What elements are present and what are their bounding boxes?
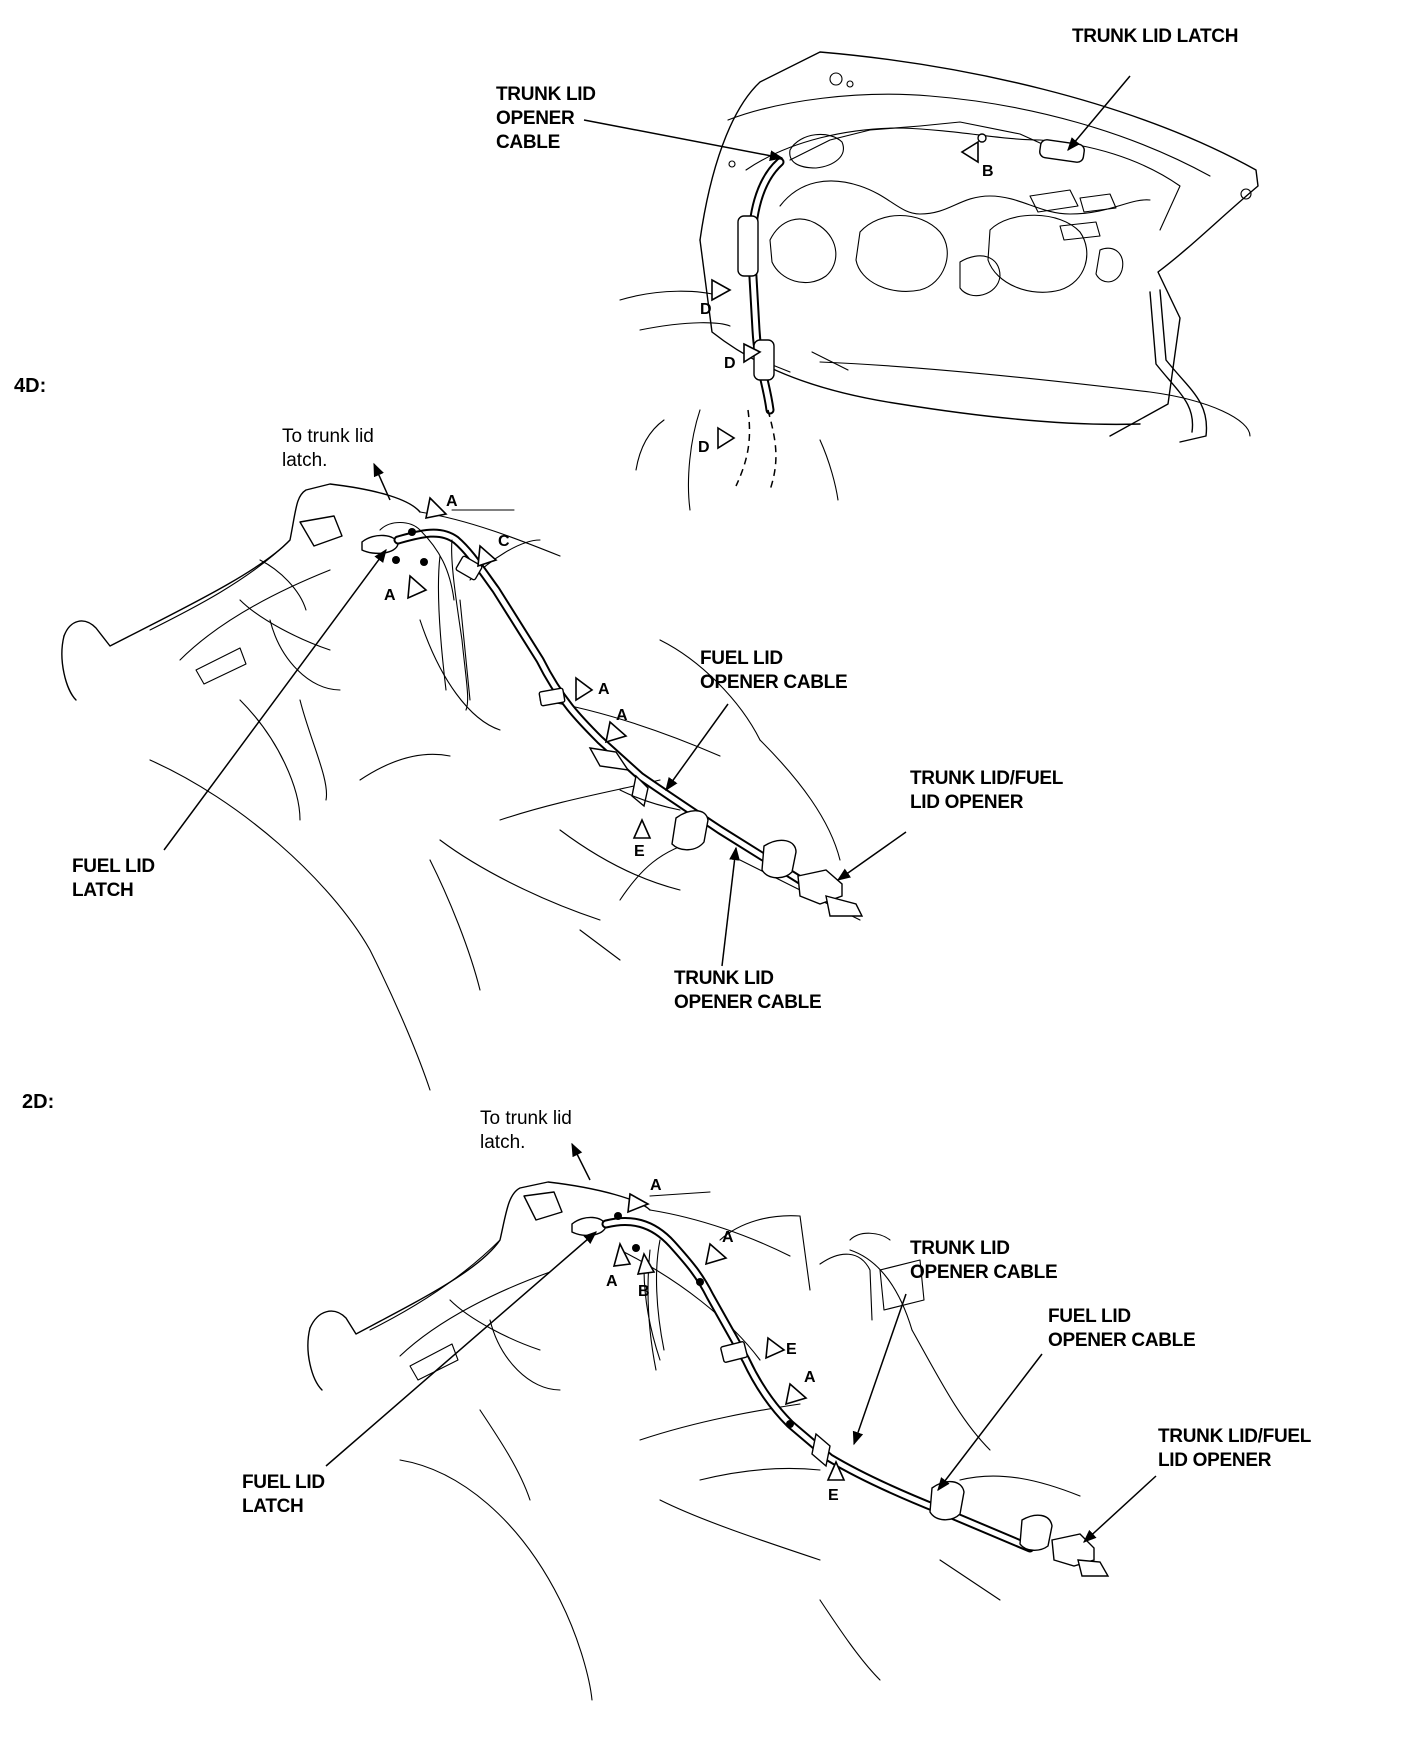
- marker-a: A: [606, 1273, 618, 1290]
- fuel-lid-opener-cable-label-line1: FUEL LID: [1048, 1306, 1131, 1327]
- callouts-4d: FUEL LID OPENER CABLE TRUNK LID/FUEL LID…: [72, 462, 1064, 1013]
- view-4d: 4D: To trunk lid latch.: [14, 375, 1064, 1091]
- trunk-lid-fuel-lid-opener-label-line1: TRUNK LID/FUEL: [910, 768, 1064, 789]
- marker-e: E: [828, 1487, 839, 1504]
- marker-b: B: [638, 1283, 650, 1300]
- view-2d: 2D: To trunk lid latch.: [22, 1091, 1312, 1701]
- fuel-lid-latch-label-line1: FUEL LID: [242, 1472, 325, 1493]
- trunk-lid-fuel-lid-opener-label-line2: LID OPENER: [1158, 1450, 1272, 1471]
- cable-clip: [538, 687, 566, 707]
- section-label-4d: 4D:: [14, 375, 46, 397]
- marker-a: A: [804, 1369, 816, 1386]
- marker-e: E: [786, 1341, 797, 1358]
- markers-4d: A A C A A E: [384, 493, 652, 860]
- trunk-lid-fuel-lid-opener-label-line2: LID OPENER: [910, 792, 1024, 813]
- marker-d: D: [724, 355, 736, 372]
- trunk-lid-opener-cable-label-line1: TRUNK LID: [910, 1238, 1010, 1259]
- cable-clip: [455, 555, 483, 581]
- marker-b: B: [982, 163, 994, 180]
- trunk-lid-fuel-lid-opener-part: [797, 869, 843, 905]
- markers-2d: A A B A E A E: [606, 1177, 846, 1504]
- cable-clip: [737, 215, 759, 277]
- trunk-lid-body: [699, 51, 1259, 437]
- trunk-lid-opener-cable-label-line3: CABLE: [496, 132, 560, 153]
- fuel-lid-latch-label-line2: LATCH: [72, 880, 133, 901]
- trunk-lid-latch-part: [1039, 139, 1085, 163]
- trunk-lid-opener-cable-label-line2: OPENER CABLE: [910, 1262, 1057, 1283]
- marker-a: A: [598, 681, 610, 698]
- trunk-lid-fuel-lid-opener-label-line1: TRUNK LID/FUEL: [1158, 1426, 1312, 1447]
- to-trunk-lid-latch-note-line2: latch.: [480, 1132, 525, 1153]
- marker-d: D: [700, 301, 712, 318]
- fuel-lid-opener-cable-label-line2: OPENER CABLE: [1048, 1330, 1195, 1351]
- marker-a: A: [650, 1177, 662, 1194]
- trunk-lid-view: B D D D TRUNK LID LATCH TRUNK LID OPENER…: [496, 26, 1259, 511]
- trunk-lid-latch-label: TRUNK LID LATCH: [1072, 26, 1238, 47]
- marker-a: A: [616, 707, 628, 724]
- fuel-lid-latch-label-line2: LATCH: [242, 1496, 303, 1517]
- trunk-lid-opener-cable-route: [735, 121, 1085, 491]
- marker-a: A: [446, 493, 458, 510]
- callouts-2d: TRUNK LID OPENER CABLE FUEL LID OPENER C…: [242, 1142, 1312, 1543]
- cable-clip: [720, 1341, 748, 1363]
- marker-e: E: [634, 843, 645, 860]
- section-label-2d: 2D:: [22, 1091, 54, 1113]
- fuel-lid-latch-4d: [361, 534, 399, 555]
- trunk-lid-markers: B D D D: [698, 140, 994, 456]
- trunk-lid-opener-cable-label-line1: TRUNK LID: [496, 84, 596, 105]
- to-trunk-lid-latch-note-line1: To trunk lid: [480, 1108, 572, 1129]
- fuel-lid-opener-cable-label-line1: FUEL LID: [700, 648, 783, 669]
- marker-a: A: [384, 587, 396, 604]
- trunk-lid-opener-cable-label-line2: OPENER: [496, 108, 575, 129]
- fuel-lid-latch-label-line1: FUEL LID: [72, 856, 155, 877]
- to-trunk-lid-latch-note-line1: To trunk lid: [282, 426, 374, 447]
- fuel-lid-latch-2d: [571, 1216, 607, 1237]
- to-trunk-lid-latch-note-line2: latch.: [282, 450, 327, 471]
- trunk-lid-opener-cable-label-line1: TRUNK LID: [674, 968, 774, 989]
- marker-c: C: [498, 533, 510, 550]
- trunk-opening-lines: [619, 290, 1251, 511]
- trunk-lid-latch-callout: TRUNK LID LATCH: [1067, 26, 1238, 152]
- marker-d: D: [698, 439, 710, 456]
- marker-a: A: [722, 1229, 734, 1246]
- cable-route-4d: [379, 521, 864, 917]
- floor-panel-4d: [61, 483, 861, 1091]
- trunk-lid-hinge: [1149, 289, 1208, 443]
- cable-clip: [753, 339, 775, 381]
- trunk-lid-opener-cable-label-line2: OPENER CABLE: [674, 992, 821, 1013]
- fuel-lid-opener-cable-label-line2: OPENER CABLE: [700, 672, 847, 693]
- trunk-lid-opener-cable-callout: TRUNK LID OPENER CABLE: [496, 84, 784, 162]
- floor-panel-2d: [307, 1181, 1081, 1701]
